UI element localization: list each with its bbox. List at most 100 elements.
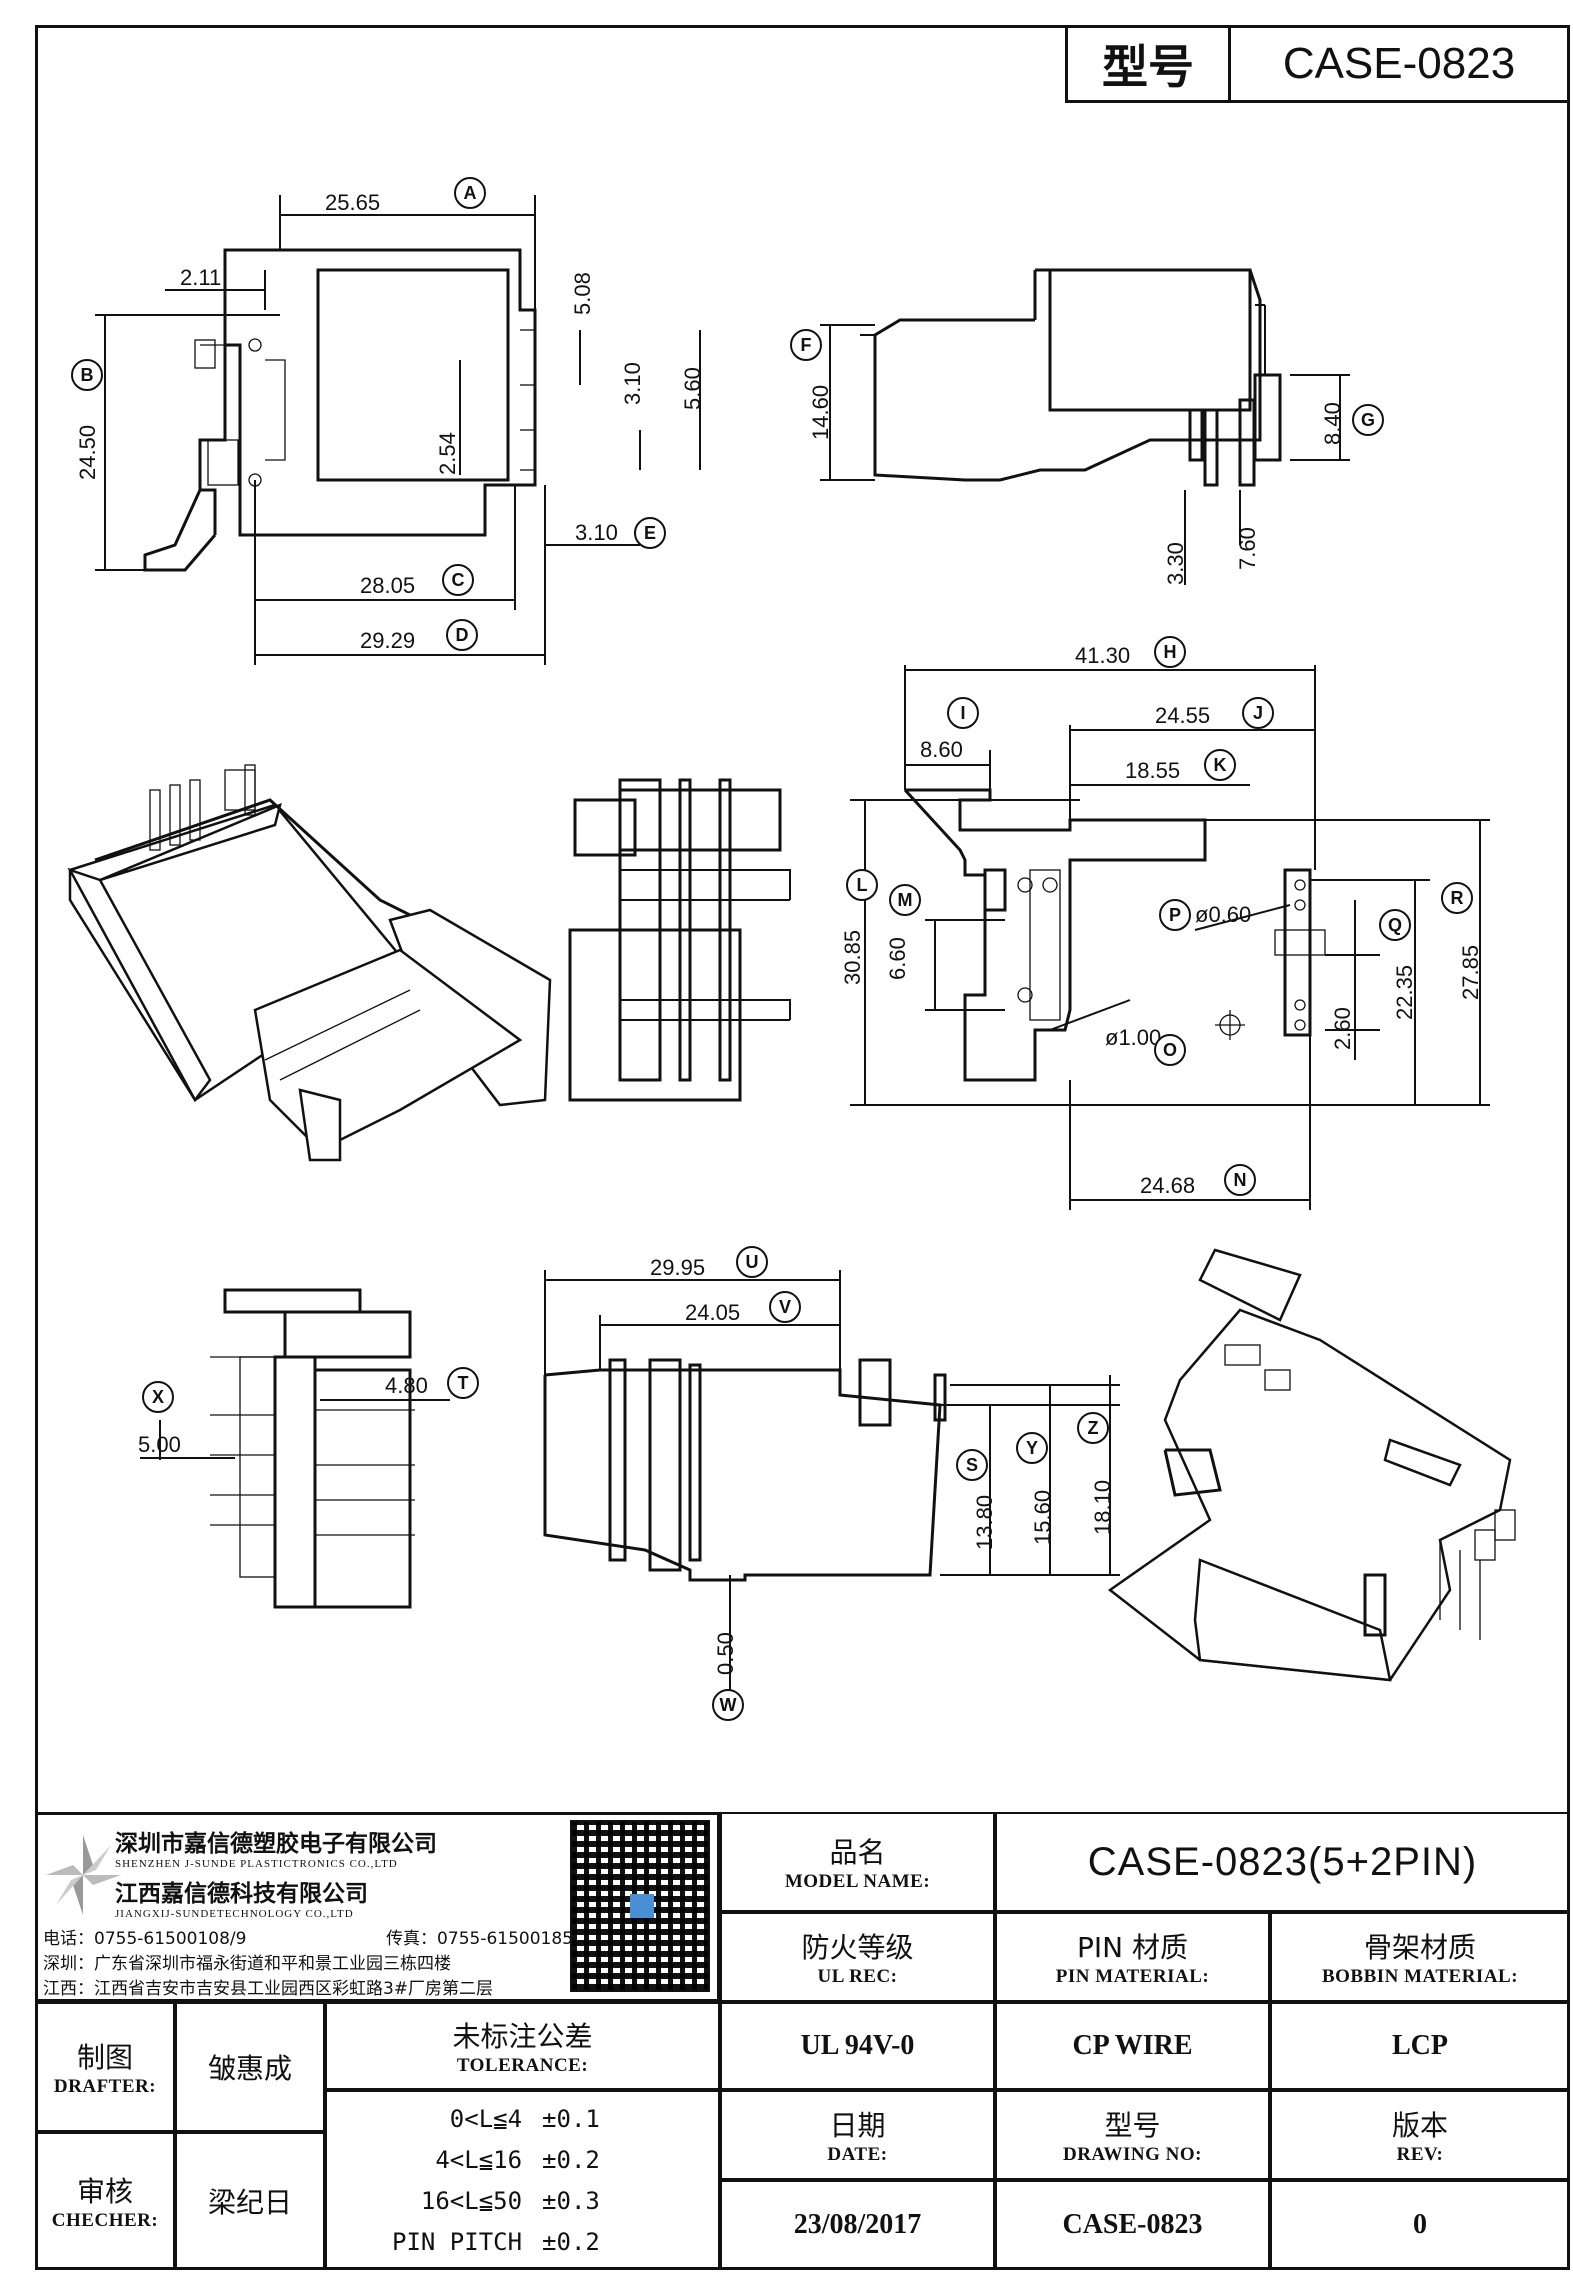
pin-label-cell: PIN 材质 PIN MATERIAL: bbox=[995, 1912, 1270, 2002]
checker-label-en: CHECHER: bbox=[51, 2210, 159, 2231]
dim-r: 27.85 bbox=[1458, 945, 1483, 1000]
svg-text:X: X bbox=[152, 1387, 164, 1407]
tolerance-row: 0<L≦4±0.1 bbox=[449, 2104, 600, 2133]
svg-text:K: K bbox=[1214, 755, 1227, 775]
svg-text:L: L bbox=[857, 875, 868, 895]
drafter-label-en: DRAFTER: bbox=[53, 2076, 157, 2097]
svg-text:B: B bbox=[81, 365, 94, 385]
checker-label-cn: 审核 bbox=[76, 2175, 133, 2208]
company-en-jx: JIANGXIJ-SUNDETECHNOLOGY CO.,LTD bbox=[115, 1908, 354, 1920]
svg-text:5.08: 5.08 bbox=[570, 272, 595, 315]
dim-q: 22.35 bbox=[1392, 965, 1417, 1020]
bobbin-label-en: BOBBIN MATERIAL: bbox=[1321, 1966, 1519, 1987]
dim-c: 28.05 bbox=[360, 573, 415, 598]
model-name-cn: 品名 bbox=[829, 1836, 886, 1869]
model-name-label-cell: 品名 MODEL NAME: bbox=[720, 1812, 995, 1912]
model-label: 型号 bbox=[1068, 28, 1231, 100]
pin-value: CP WIRE bbox=[1072, 2030, 1193, 2061]
svg-text:J: J bbox=[1253, 703, 1263, 723]
svg-text:2.60: 2.60 bbox=[1330, 1007, 1355, 1050]
tolerance-label-en: TOLERANCE: bbox=[456, 2055, 589, 2076]
iso-view-2 bbox=[1107, 1248, 1516, 1682]
svg-text:M: M bbox=[898, 890, 913, 910]
model-name-value-cell: CASE-0823(5+2PIN) bbox=[995, 1812, 1570, 1912]
dim-t: 4.80 bbox=[385, 1373, 428, 1398]
dim-m: 6.60 bbox=[885, 937, 910, 980]
ul-value-cell: UL 94V-0 bbox=[720, 2002, 995, 2090]
dim-s: 13.80 bbox=[972, 1495, 997, 1550]
checker-label-cell: 审核 CHECHER: bbox=[35, 2132, 175, 2270]
drawing-no-value-cell: CASE-0823 bbox=[995, 2180, 1270, 2270]
company-en-sz: SHENZHEN J-SUNDE PLASTICTRONICS CO.,LTD bbox=[115, 1858, 398, 1870]
date-label-cell: 日期 DATE: bbox=[720, 2090, 995, 2180]
date-value-cell: 23/08/2017 bbox=[720, 2180, 995, 2270]
svg-text:O: O bbox=[1163, 1040, 1177, 1060]
rev-label-cn: 版本 bbox=[1391, 2109, 1448, 2142]
dim-i: 8.60 bbox=[920, 737, 963, 762]
svg-text:5.60: 5.60 bbox=[680, 367, 705, 410]
tolerance-row: 16<L≦50±0.3 bbox=[420, 2186, 600, 2215]
tolerance-label-cn: 未标注公差 bbox=[452, 2020, 593, 2053]
checker-value-cell: 梁纪日 bbox=[175, 2132, 325, 2270]
date-value: 23/08/2017 bbox=[793, 2209, 922, 2240]
svg-text:C: C bbox=[452, 570, 465, 590]
svg-text:3.30: 3.30 bbox=[1163, 542, 1188, 585]
ul-value: UL 94V-0 bbox=[800, 2030, 915, 2061]
svg-text:U: U bbox=[746, 1252, 759, 1272]
drafter-label-cn: 制图 bbox=[76, 2041, 133, 2074]
model-value: CASE-0823 bbox=[1282, 39, 1516, 88]
company-fax: 传真：0755-61500185 bbox=[386, 1929, 573, 1949]
pin-label-cn: PIN 材质 bbox=[1077, 1931, 1188, 1964]
svg-text:A: A bbox=[464, 183, 477, 203]
rev-label-en: REV: bbox=[1396, 2144, 1444, 2165]
dim-a: 25.65 bbox=[325, 190, 380, 215]
pin-value-cell: CP WIRE bbox=[995, 2002, 1270, 2090]
svg-text:Q: Q bbox=[1388, 915, 1402, 935]
svg-text:D: D bbox=[456, 625, 469, 645]
dim-v: 24.05 bbox=[685, 1300, 740, 1325]
pin-end-view: X 5.00 4.80 T bbox=[138, 1288, 479, 1609]
bottom-view: 41.30 H I 8.60 24.55 J 18.55 K L 30.85 M… bbox=[840, 636, 1490, 1210]
svg-text:V: V bbox=[779, 1297, 791, 1317]
drafter-value: 皱惠成 bbox=[207, 2052, 292, 2085]
svg-text:S: S bbox=[966, 1455, 978, 1475]
tolerance-row: PIN PITCH±0.2 bbox=[392, 2227, 600, 2256]
side-projection bbox=[568, 778, 791, 1102]
company-phone: 电话：0755-61500108/9 bbox=[43, 1929, 247, 1949]
model-name-value: CASE-0823(5+2PIN) bbox=[1087, 1839, 1478, 1884]
dim-b: 24.50 bbox=[75, 425, 100, 480]
drawing-no-label-cell: 型号 DRAWING NO: bbox=[995, 2090, 1270, 2180]
rev-value-cell: 0 bbox=[1270, 2180, 1570, 2270]
svg-text:N: N bbox=[1234, 1170, 1247, 1190]
dim-k: 18.55 bbox=[1125, 758, 1180, 783]
svg-text:Y: Y bbox=[1026, 1438, 1038, 1458]
drawing-no-label-en: DRAWING NO: bbox=[1062, 2144, 1203, 2165]
tolerance-table: 0<L≦4±0.1 4<L≦16±0.2 16<L≦50±0.3 PIN PIT… bbox=[325, 2090, 720, 2270]
svg-text:Z: Z bbox=[1088, 1418, 1099, 1438]
qr-code[interactable] bbox=[570, 1820, 710, 1992]
tolerance-row: 4<L≦16±0.2 bbox=[435, 2145, 600, 2174]
svg-text:T: T bbox=[458, 1373, 469, 1393]
rev-value: 0 bbox=[1413, 2209, 1427, 2240]
dim-w: 0.50 bbox=[713, 1632, 738, 1675]
company-name-jx: 江西嘉信德科技有限公司 bbox=[115, 1881, 368, 1907]
dim-y: 15.60 bbox=[1030, 1490, 1055, 1545]
iso-view-1 bbox=[67, 764, 552, 1162]
dim-x: 5.00 bbox=[138, 1432, 181, 1457]
address-shenzhen: 深圳：广东省深圳市福永街道和平和景工业园三栋四楼 bbox=[43, 1954, 451, 1974]
ul-label-cell: 防火等级 UL REC: bbox=[720, 1912, 995, 2002]
side-view-2: 29.95 U 24.05 V S 13.80 Y 15.60 Z 18.10 … bbox=[543, 1246, 1120, 1721]
dim-o: ø1.00 bbox=[1105, 1025, 1161, 1050]
company-name-sz: 深圳市嘉信德塑胶电子有限公司 bbox=[115, 1831, 437, 1857]
bobbin-label-cn: 骨架材质 bbox=[1363, 1931, 1476, 1964]
model-header: 型号 CASE-0823 bbox=[1065, 25, 1570, 103]
bobbin-value-cell: LCP bbox=[1270, 2002, 1570, 2090]
dim-z: 18.10 bbox=[1090, 1480, 1115, 1535]
svg-text:P: P bbox=[1169, 905, 1181, 925]
svg-text:E: E bbox=[644, 523, 656, 543]
dim-h: 41.30 bbox=[1075, 643, 1130, 668]
checker-value: 梁纪日 bbox=[207, 2186, 292, 2219]
pin-label-en: PIN MATERIAL: bbox=[1055, 1966, 1210, 1987]
dim-g: 8.40 bbox=[1320, 402, 1345, 445]
svg-text:F: F bbox=[801, 335, 812, 355]
